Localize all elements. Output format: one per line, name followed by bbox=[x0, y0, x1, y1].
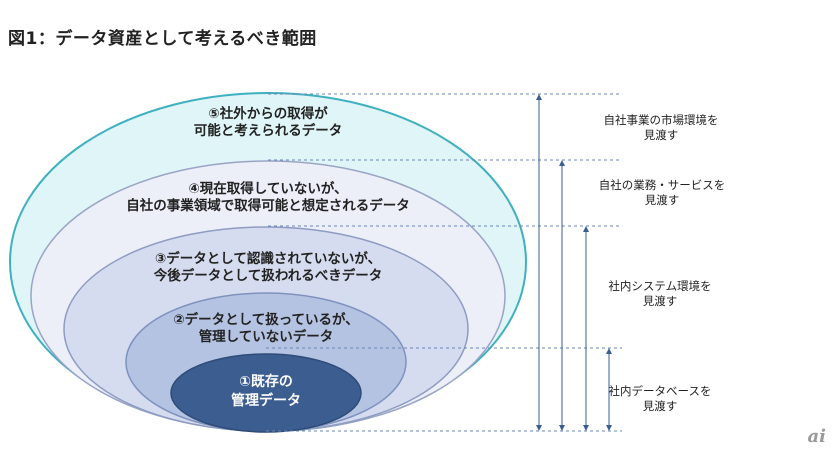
layer-5-label: ⑤社外からの取得が 可能と考えられるデータ bbox=[193, 106, 343, 139]
layer-1-label: ①既存の 管理データ bbox=[231, 374, 301, 409]
scope-note-system: 社内システム環境を 見渡す bbox=[608, 279, 712, 308]
layer-3-label: ③データとして認識されていないが、 今後データとして扱われるべきデータ bbox=[153, 251, 383, 284]
layer-1-ellipse bbox=[170, 353, 362, 433]
scope-arrows bbox=[536, 94, 612, 431]
diagram-title: 図1：データ資産として考えるべき範囲 bbox=[8, 29, 317, 49]
scope-note-business: 自社の業務・サービスを 見渡す bbox=[598, 178, 726, 207]
layer-2-label: ②データとして扱っているが、 管理していないデータ bbox=[173, 312, 359, 345]
layer-4-label: ④現在取得していないが、 自社の事業領域で取得可能と想定されるデータ bbox=[126, 181, 410, 214]
scope-note-market: 自社事業の市場環境を 見渡す bbox=[603, 113, 719, 142]
scope-note-database: 社内データベースを 見渡す bbox=[608, 384, 712, 413]
site-logo: ai bbox=[807, 426, 826, 447]
